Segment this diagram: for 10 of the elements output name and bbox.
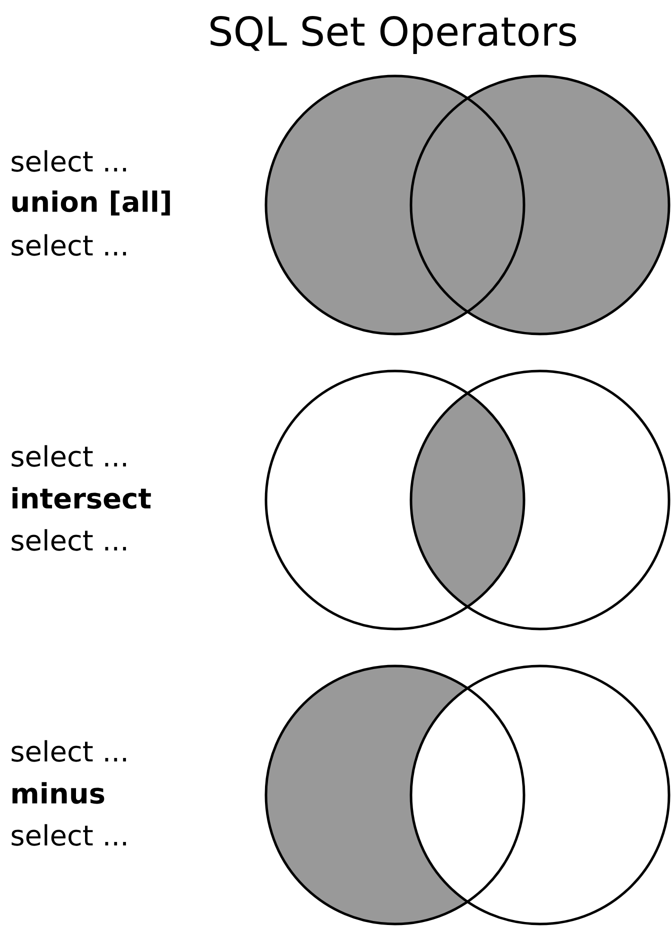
code-line: intersect bbox=[12, 487, 151, 509]
title: SQL Set Operators bbox=[210, 16, 576, 54]
code-line: select ... bbox=[12, 529, 126, 551]
code-line: select ... bbox=[12, 740, 126, 762]
code-line: select ... bbox=[12, 150, 126, 172]
code-line: select ... bbox=[12, 234, 126, 256]
code-line: minus bbox=[12, 782, 104, 804]
code-line: select ... bbox=[12, 824, 126, 846]
code-line: select ... bbox=[12, 445, 126, 467]
code-line: union [all] bbox=[12, 190, 170, 216]
